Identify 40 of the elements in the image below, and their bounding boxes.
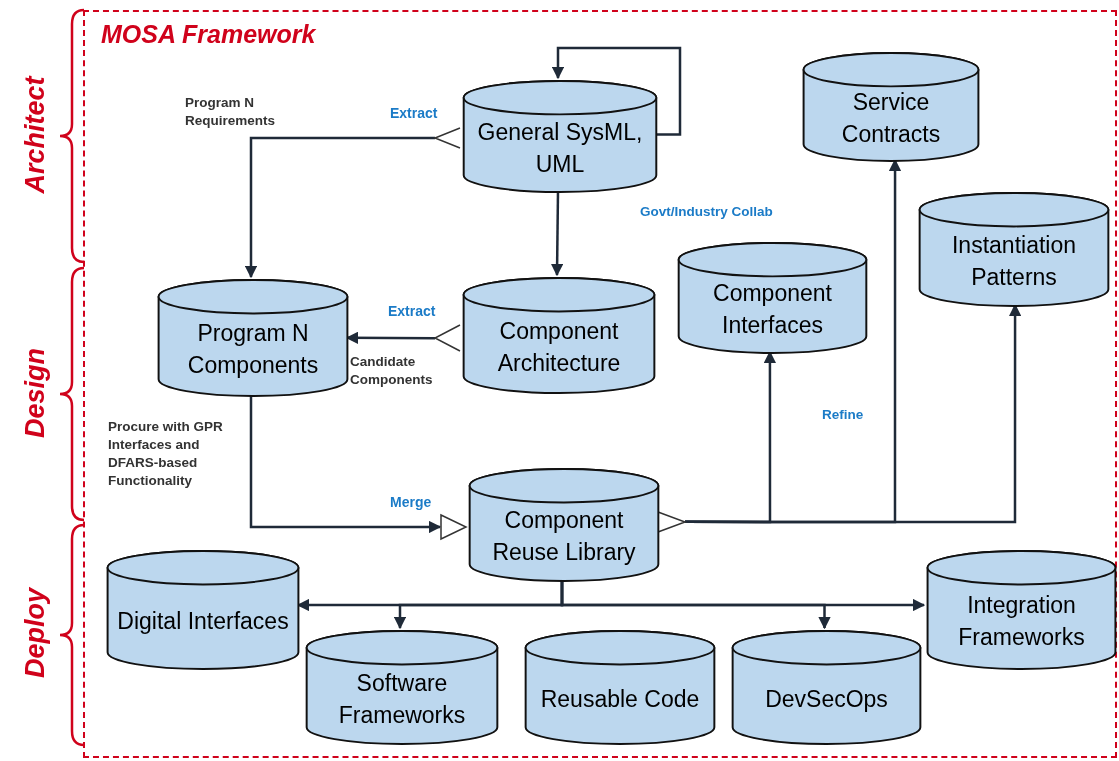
annotation-text: Candidate Components [350, 353, 434, 389]
database-cylinder [918, 192, 1110, 307]
database-cylinder [462, 80, 658, 193]
node-label: Instantiation Patterns [951, 230, 1077, 292]
frame-title: MOSA Framework [101, 22, 316, 47]
database-cylinder [524, 630, 716, 745]
edge-label: Merge [388, 494, 434, 512]
database-cylinder [305, 630, 499, 745]
phase-label: Design [21, 348, 49, 438]
connector-arrow [560, 580, 926, 612]
node-label: Integration Frameworks [957, 591, 1086, 652]
node-label: Digital Interfaces [117, 607, 289, 636]
database-cylinder [106, 550, 300, 670]
phase-label: Deploy [21, 588, 49, 678]
phase-label: Architect [21, 76, 49, 194]
annotation-text: Refine [822, 406, 865, 424]
node-label: Software Frameworks [337, 668, 467, 730]
annotation-text: Program N Requirements [185, 94, 277, 130]
database-cylinder [677, 242, 868, 354]
connector-arrow [550, 191, 564, 277]
database-cylinder [802, 52, 980, 162]
node-label: Program N Components [186, 319, 320, 380]
connector-arrow [244, 136, 435, 279]
annotation-text: Procure with GPR Interfaces and DFARS-based Functionality [108, 418, 224, 490]
node-label: DevSecOps [765, 684, 888, 714]
node-label: Component Interfaces [712, 279, 833, 340]
dashed-frame [83, 10, 1117, 758]
annotation-text: Govt/Industry Collab [640, 203, 774, 221]
database-cylinder [926, 550, 1117, 670]
node-label: Component Architecture [496, 316, 622, 378]
node-label: General SysML, UML [476, 117, 644, 179]
database-cylinder [731, 630, 922, 745]
connector-arrow [551, 46, 682, 136]
database-cylinder [157, 279, 349, 397]
node-label: Service Contracts [840, 88, 942, 149]
node-label: Reusable Code [540, 684, 700, 714]
database-cylinder [462, 277, 656, 394]
node-label: Component Reuse Library [491, 506, 637, 567]
database-cylinder [468, 468, 660, 582]
connector-arrow [249, 395, 442, 534]
